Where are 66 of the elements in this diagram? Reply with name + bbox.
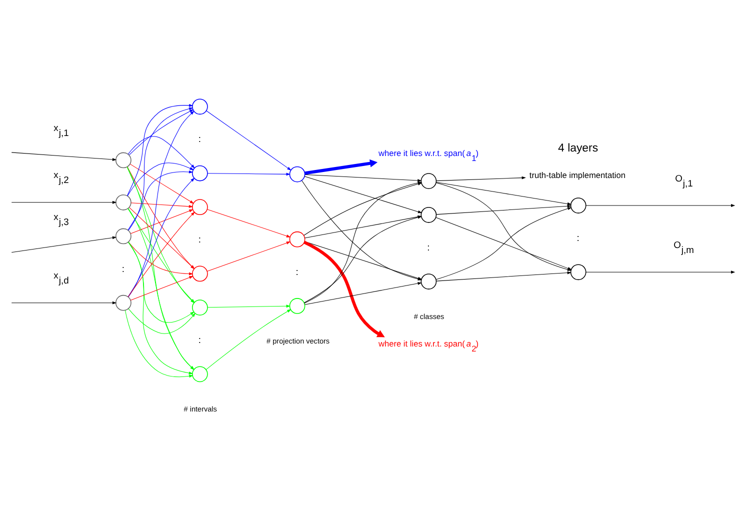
arrow [205,309,291,370]
arrow [126,162,194,196]
arrow [206,242,290,272]
arrow [304,159,378,175]
arrow [10,236,116,253]
arrow [124,310,193,378]
arrow [436,204,571,215]
arrow [206,110,291,170]
arrow [128,308,196,334]
arrow [127,170,193,230]
arrow [130,276,193,301]
arrow [10,200,116,204]
arrow [10,152,116,161]
arrow [585,204,735,207]
node-circle [192,300,208,316]
node-circle [570,198,586,214]
node-circle [115,152,131,168]
node-circle [570,264,586,280]
arrow [436,271,571,282]
node-circle [192,165,208,182]
label: : [121,264,124,274]
arrow [585,270,735,274]
label: : [198,134,200,144]
node-circle [115,294,131,311]
arrow [128,242,193,276]
label: : [198,335,200,346]
arrow [128,110,194,298]
label: : [198,234,200,245]
arrow [206,172,290,176]
arrow [127,208,194,370]
arrow [10,301,116,304]
arrow [126,166,194,370]
arrow [126,104,193,196]
label: : [426,242,430,252]
arrow [304,174,422,182]
arrow [128,242,193,374]
node-circle [192,98,208,115]
arrow [127,136,194,169]
arrow [128,109,194,156]
arrow [435,182,572,206]
node-circle [288,231,305,248]
node-circle [288,166,305,182]
arrow [206,304,290,308]
node-circle [115,194,131,210]
arrow [129,164,194,204]
arrow [126,166,194,270]
arrow [130,202,193,208]
node-circle [420,173,436,189]
node-circle [420,274,436,290]
node-circle [192,366,208,382]
node-circle [115,228,131,244]
arrow [304,282,422,305]
node-text: truth-table implementation [528,170,626,180]
arrow [130,209,193,234]
arrow [206,209,290,238]
node-circle [420,206,436,223]
node-circle [192,266,208,282]
arrow [128,242,194,323]
node-circle [288,298,305,314]
arrow [436,176,526,182]
label: : [576,233,579,244]
label: : [295,266,298,277]
label: 4 layers [558,142,598,155]
arrow [128,207,194,270]
arrow [128,107,193,231]
arrow [303,240,384,338]
